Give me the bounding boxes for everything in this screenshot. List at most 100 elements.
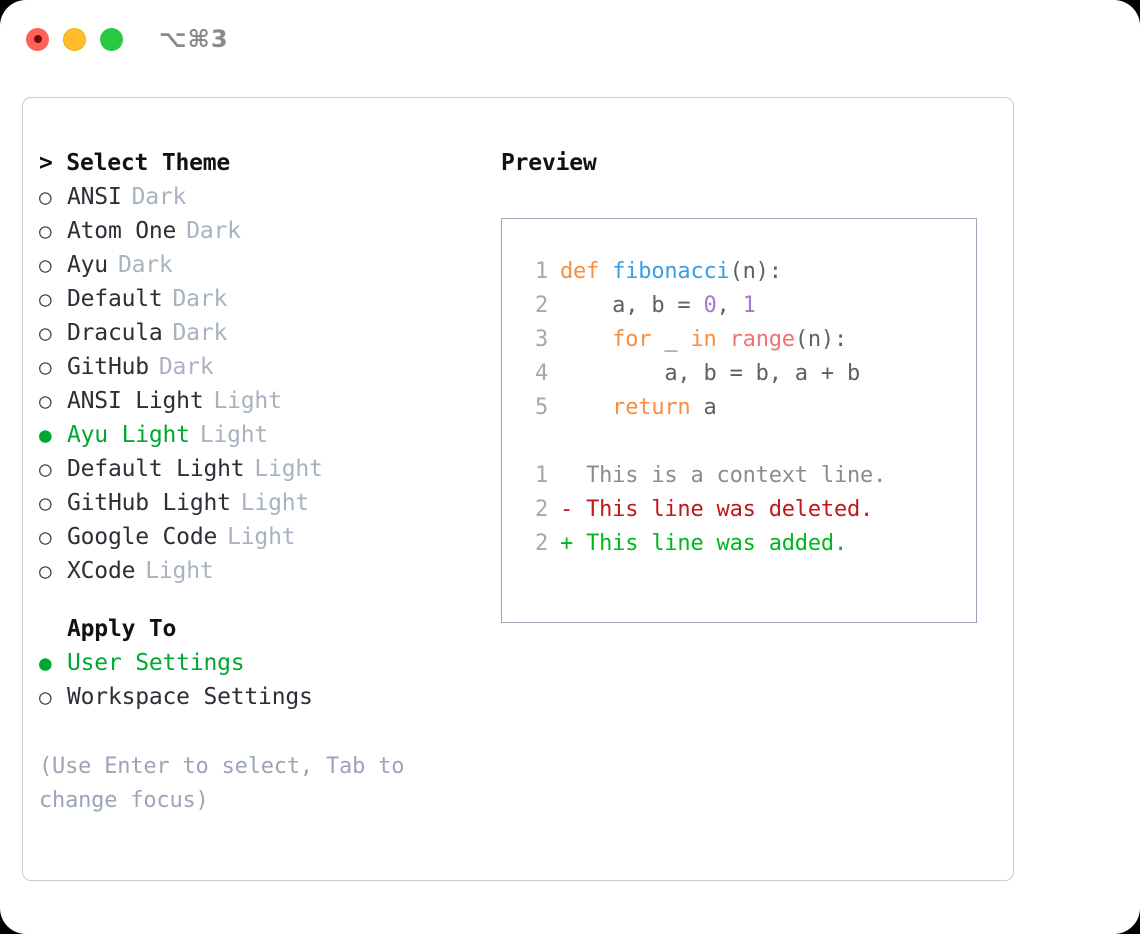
diff-line: 2 + This line was added. [520,527,976,561]
syntax-token-plain: a, b = [560,293,704,318]
syntax-token-kw: return [560,395,691,420]
code-line: 4 a, b = b, a + b [520,357,976,391]
theme-variant-badge: Dark [117,252,173,278]
syntax-token-kw: in [690,327,717,352]
code-line-number: 1 [534,259,548,284]
theme-option-label: Default [67,286,163,312]
minimize-button[interactable] [63,27,86,51]
syntax-token-plain [717,327,730,352]
code-line-number: 4 [534,361,548,386]
syntax-token-num: 0 [703,293,717,318]
maximize-button[interactable] [100,27,123,51]
code-line-number: 2 [534,293,548,318]
diff-line-content-add: + This line was added. [560,531,847,556]
syntax-token-punct: (n): [794,327,848,352]
syntax-token-fn: fibonacci [612,259,730,284]
syntax-token-punct: (n): [729,259,782,284]
theme-variant-badge: Light [240,490,310,516]
theme-option-label: Atom One [67,218,177,244]
section-gap [39,588,469,612]
select-theme-heading: > Select Theme [39,150,231,176]
theme-option-label: Default Light [67,456,245,482]
diff-line: 1 This is a context line. [520,459,976,493]
apply-to-list: ● User Settings ○Workspace Settings [39,646,469,714]
theme-variant-badge: Dark [172,286,228,312]
diff-line-number: 1 [534,463,548,488]
keyboard-hint-text: (Use Enter to select, Tab to change focu… [39,754,405,813]
theme-variant-badge: Dark [131,184,187,210]
theme-option-label: Ayu Light [67,422,190,448]
theme-option-label: Ayu [67,252,108,278]
radio-unselected-icon: ○ [39,525,52,549]
radio-unselected-icon: ○ [39,185,52,209]
syntax-token-kw: for [560,327,652,352]
code-line-number: 3 [534,327,548,352]
diff-sample: 1 This is a context line. 2 - This line wa… [520,459,976,561]
radio-unselected-icon: ○ [39,491,52,515]
theme-option-github-light[interactable]: ○ GitHub Light Light [39,486,469,520]
apply-to-option-user-settings[interactable]: ● User Settings [39,646,469,680]
theme-variant-badge: Light [254,456,323,482]
radio-unselected-icon: ○ [39,355,52,379]
syntax-token-plain: a, b = b, a + b [560,361,861,386]
code-line: 5 return a [520,391,976,425]
radio-selected-icon: ● [39,651,52,675]
radio-unselected-icon: ○ [39,389,52,413]
code-line-content: a, b = 0, 1 [560,289,756,323]
radio-selected-icon: ● [39,423,52,447]
titlebar: ⌥⌘3 [0,0,1140,78]
theme-option-label: GitHub [67,354,149,380]
code-line: 2 a, b = 0, 1 [520,289,976,323]
theme-option-google-code[interactable]: ○ Google Code Light [39,520,469,554]
theme-option-label: GitHub Light [67,490,231,516]
theme-variant-badge: Light [227,524,296,550]
window-controls [26,27,123,51]
apply-to-option-workspace-settings[interactable]: ○Workspace Settings [39,680,469,714]
radio-unselected-icon: ○ [39,457,52,481]
syntax-token-built: range [729,327,795,352]
apply-to-option-label: User Settings [67,650,245,676]
syntax-token-plain: , [716,293,743,318]
radio-unselected-icon: ○ [39,321,52,345]
radio-unselected-icon: ○ [39,219,52,243]
syntax-token-kw: def [560,259,613,284]
diff-line-number: 2 [534,531,548,556]
diff-line-content-del: - This line was deleted. [560,497,874,522]
diff-line-content-ctx: This is a context line. [560,463,887,488]
theme-option-label: Google Code [67,524,218,550]
theme-option-label: ANSI [67,184,122,210]
theme-option-label: XCode [67,558,136,584]
theme-option-label: ANSI Light [67,388,204,414]
keyboard-shortcut-label: ⌥⌘3 [159,25,229,53]
diff-line: 2 - This line was deleted. [520,493,976,527]
apply-to-option-label: Workspace Settings [67,684,313,710]
apply-to-heading: Apply To [67,616,177,642]
code-line-content: return a [560,391,717,425]
theme-option-ayu-light[interactable]: ● Ayu Light Light [39,418,469,452]
theme-option-ansi[interactable]: ○ ANSI Dark [39,180,469,214]
syntax-token-num: 1 [742,293,756,318]
theme-option-label: Dracula [67,320,163,346]
theme-variant-badge: Light [145,558,214,584]
code-line: 1 def fibonacci(n): [520,255,976,289]
code-line-content: def fibonacci(n): [560,255,782,289]
theme-option-default-light[interactable]: ○ Default Light Light [39,452,469,486]
theme-variant-badge: Light [199,422,269,448]
diff-line-number: 2 [534,497,548,522]
code-line: 3 for _ in range(n): [520,323,976,357]
close-button[interactable] [26,27,49,51]
